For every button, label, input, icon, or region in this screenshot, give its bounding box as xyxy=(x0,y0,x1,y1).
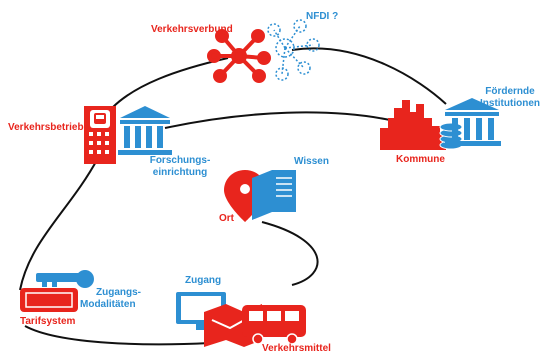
city-skyline-icon xyxy=(380,100,446,150)
label-nfdi: NFDI ? xyxy=(306,11,339,22)
label-forschung-line2: einrichtung xyxy=(152,167,208,178)
label-ort: Ort xyxy=(219,213,234,224)
connector-betrieb-kommune xyxy=(164,111,391,129)
connector-lines xyxy=(19,47,447,346)
ticket-icon xyxy=(20,288,78,312)
label-zugangs-modalitaeten: Zugangs- Modalitäten xyxy=(80,287,141,311)
label-verkehrsverbund: Verkehrsverbund xyxy=(151,24,233,35)
label-foerdernde-line1: Fördernde xyxy=(485,86,535,97)
label-wissen: Wissen xyxy=(294,156,329,167)
label-kommune: Kommune xyxy=(396,154,445,165)
institution-icon xyxy=(118,106,172,155)
connector-ort-zugang xyxy=(261,221,319,286)
label-forschung-line1: Forschungs- xyxy=(149,155,211,166)
label-foerdernde-institutionen: Fördernde Institutionen xyxy=(480,86,540,110)
label-forschungseinrichtung: Forschungs- einrichtung xyxy=(140,155,220,179)
label-verkehrsbetrieb: Verkehrsbetrieb xyxy=(8,122,84,133)
key-icon xyxy=(36,270,94,288)
label-zugangsmod-line2: Modalitäten xyxy=(80,299,136,310)
bus-icon xyxy=(242,305,306,345)
institution-icon xyxy=(445,98,501,146)
label-foerdernde-line2: Institutionen xyxy=(480,98,540,109)
label-zugang: Zugang xyxy=(185,275,222,286)
connector-verbund-kommune xyxy=(291,47,447,105)
label-verkehrsmittel: Verkehrsmittel xyxy=(262,343,331,354)
connector-ticket-bottom xyxy=(24,325,211,346)
bus-sign-icon xyxy=(90,110,110,128)
connector-betrieb-ticket xyxy=(19,157,99,291)
label-zugangsmod-line1: Zugangs- xyxy=(96,287,141,298)
label-tarifsystem: Tarifsystem xyxy=(20,316,76,327)
connector-verbund-betrieb xyxy=(111,57,229,109)
network-dotted-icon xyxy=(267,19,320,81)
network-hub-icon xyxy=(207,29,271,83)
book-icon xyxy=(252,170,296,220)
